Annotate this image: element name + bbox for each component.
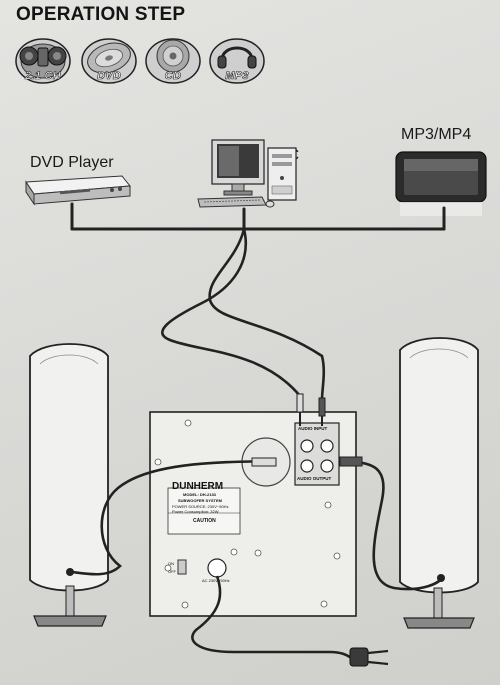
- model-label: MODEL: DH-2133: [183, 492, 216, 497]
- mp3-mp4-player: [395, 151, 487, 216]
- mode-2-1ch: 2.1 CH: [14, 34, 72, 89]
- audio-output-label: AUDIO OUTPUT: [297, 476, 332, 481]
- dvd-disc-icon: [81, 38, 137, 84]
- input-cable-left: [161, 228, 302, 397]
- power-cord: [191, 575, 353, 660]
- power-source-label: POWER SOURCE: 230V~50Hz: [172, 504, 229, 509]
- switch-off-label: OFF: [168, 569, 176, 574]
- pc-computer: [197, 139, 297, 208]
- source-bus-cable: [70, 202, 446, 231]
- left-speaker-cable: [71, 459, 277, 576]
- ac-input-label: AC 230V~50Hz: [202, 578, 230, 583]
- brand-label: DUNHERM: [172, 481, 224, 492]
- dvd-player-label: DVD Player: [30, 154, 114, 171]
- mode-icons-row: 2.1 CH DVD CD: [14, 34, 266, 89]
- power-consumption-label: Power Consumption: 32W: [172, 509, 219, 514]
- headphones-icon: [209, 38, 265, 84]
- power-plug-icon: [349, 647, 389, 667]
- mode-label-mp3: MP3: [225, 70, 249, 83]
- mode-label-cd: CD: [164, 70, 182, 83]
- mode-dvd: DVD: [80, 34, 138, 89]
- page-title: OPERATION STEP: [16, 4, 186, 25]
- mode-mp3: MP3: [208, 34, 266, 89]
- caution-label: CAUTION: [193, 518, 216, 524]
- speaker-pair-icon: [15, 38, 71, 84]
- right-speaker-plug: [339, 456, 363, 467]
- switch-on-label: ON: [168, 561, 174, 566]
- mode-cd: CD: [144, 34, 202, 89]
- subwoofer-back-panel: [149, 411, 357, 617]
- cd-disc-icon: [145, 38, 201, 84]
- system-label: SUBWOOFER SYSTEM: [178, 498, 223, 503]
- rca-input-plugs: [296, 393, 326, 426]
- right-speaker: [399, 337, 479, 629]
- mp3-mp4-label: MP3/MP4: [401, 126, 472, 143]
- mode-label-dvd: DVD: [96, 70, 122, 83]
- right-speaker-cable: [339, 460, 444, 591]
- audio-input-label: AUDIO INPUT: [298, 426, 328, 431]
- left-speaker: [29, 343, 109, 627]
- left-speaker-plug: [251, 457, 277, 467]
- input-cable-right: [208, 228, 326, 401]
- dvd-player: [25, 175, 131, 206]
- mode-label-2-1ch: 2.1 CH: [24, 70, 62, 83]
